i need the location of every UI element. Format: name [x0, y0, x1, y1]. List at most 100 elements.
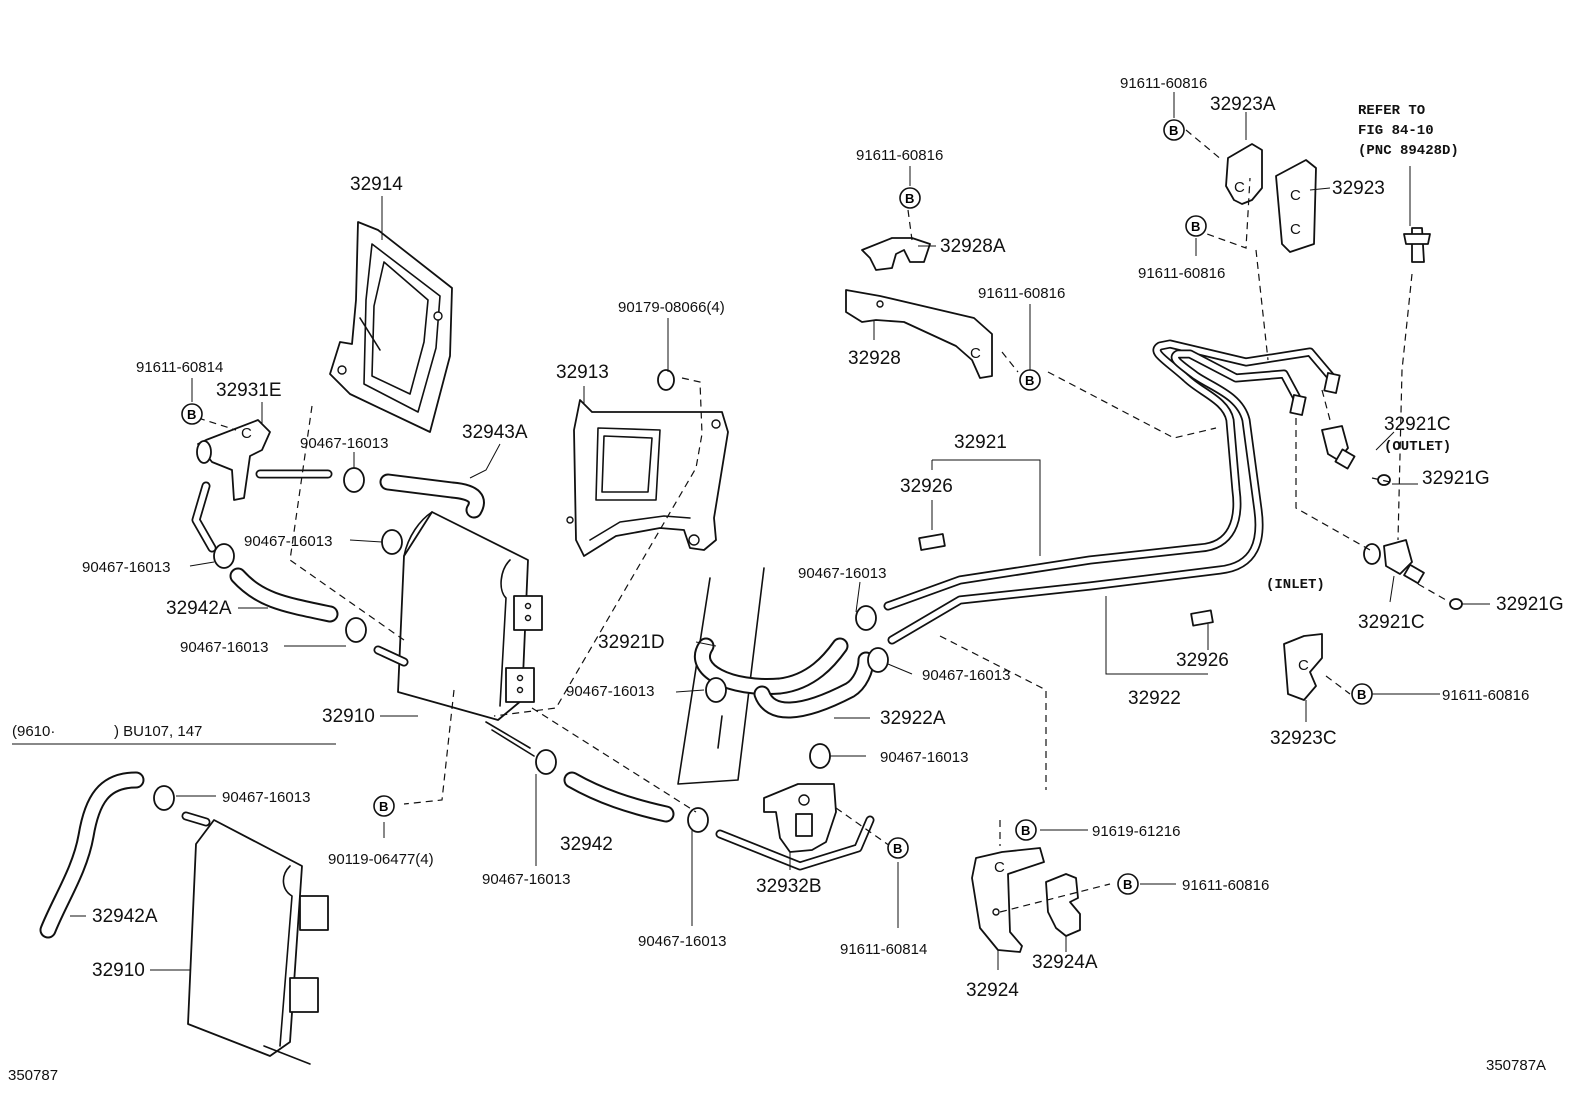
callout-b-3: B: [1019, 369, 1041, 391]
pipe-bundle-32921-32922: [883, 339, 1341, 645]
lower-panel: [677, 567, 765, 785]
label-90467-j: 90467-16013: [638, 933, 726, 950]
label-91611-60816-e: 91611-60816: [1442, 687, 1529, 704]
hose-clamps: [153, 369, 889, 833]
label-90119: 90119-06477(4): [328, 851, 434, 868]
hoses-left: [191, 469, 875, 871]
label-90467-k: 90467-16013: [222, 789, 310, 806]
clip-32931E: C: [196, 419, 271, 501]
callout-b-1: B: [181, 403, 203, 425]
callout-b-10: B: [1117, 873, 1139, 895]
label-91611-60816-f: 91611-60816: [1182, 877, 1269, 894]
label-32921G-b: 32921G: [1496, 594, 1564, 615]
label-32922: 32922: [1128, 688, 1181, 709]
svg-text:B: B: [1021, 823, 1030, 838]
label-32928: 32928: [848, 348, 901, 369]
svg-text:C: C: [1290, 221, 1301, 238]
label-32910: 32910: [322, 706, 375, 727]
label-91611-60816-d: 91611-60816: [1138, 265, 1225, 282]
inset-header-left: (9610·: [12, 723, 55, 740]
bracket-32913: [566, 399, 729, 557]
label-32942A: 32942A: [166, 598, 232, 619]
figure-id-left: 350787: [8, 1067, 58, 1084]
svg-text:C: C: [994, 859, 1005, 876]
label-91611-60816-b: 91611-60816: [978, 285, 1065, 302]
inset-header-right: ) BU107, 147: [114, 723, 202, 740]
callout-b-9: B: [1015, 819, 1037, 841]
label-refer-1: REFER TO: [1358, 103, 1425, 119]
label-32914: 32914: [350, 174, 403, 195]
label-90467-i: 90467-16013: [482, 871, 570, 888]
svg-text:C: C: [970, 345, 981, 362]
label-32923: 32923: [1332, 178, 1385, 199]
label-32942A-b: 32942A: [92, 906, 158, 927]
callout-b-5: B: [1185, 215, 1207, 237]
label-90467-e: 90467-16013: [798, 565, 886, 582]
bracket-32928: C: [845, 289, 993, 379]
dashed-reference-lines: [197, 129, 1447, 913]
label-90467-f: 90467-16013: [566, 683, 654, 700]
label-32921D: 32921D: [598, 632, 665, 653]
label-32924: 32924: [966, 980, 1019, 1001]
label-32926-a: 32926: [900, 476, 953, 497]
svg-text:B: B: [1357, 687, 1366, 702]
callout-b-7: B: [373, 795, 395, 817]
label-91611-60814-b: 91611-60814: [840, 941, 927, 958]
bracket-32914: [329, 221, 453, 433]
label-32922A: 32922A: [880, 708, 946, 729]
bracket-32924: C: [971, 847, 1045, 953]
label-refer-3: (PNC 89428D): [1358, 143, 1459, 159]
fittings-32921C: [1321, 227, 1463, 610]
svg-text:B: B: [1025, 373, 1034, 388]
label-32921C-a: 32921C: [1384, 414, 1451, 435]
label-32923A: 32923A: [1210, 94, 1276, 115]
label-refer-2: FIG 84-10: [1358, 123, 1434, 139]
clip-32923C: C: [1283, 633, 1323, 701]
label-32910-b: 32910: [92, 960, 145, 981]
label-91611-60814-a: 91611-60814: [136, 359, 223, 376]
label-90467-b: 90467-16013: [244, 533, 332, 550]
label-90467-h: 90467-16013: [880, 749, 968, 766]
label-32943A: 32943A: [462, 422, 528, 443]
svg-text:C: C: [1234, 179, 1245, 196]
svg-text:C: C: [241, 425, 252, 442]
svg-text:B: B: [1123, 877, 1132, 892]
label-90467-c: 90467-16013: [82, 559, 170, 576]
bracket-32932B: [763, 783, 837, 853]
callout-b-2: B: [899, 187, 921, 209]
svg-text:B: B: [187, 407, 196, 422]
svg-text:B: B: [893, 841, 902, 856]
svg-text:B: B: [1191, 219, 1200, 234]
leader-lines: [70, 92, 1490, 971]
clamp-32928A: [861, 237, 931, 271]
clip-32923A: C: [1225, 143, 1263, 205]
label-32913: 32913: [556, 362, 609, 383]
callout-b-markers: B B B B B B B B B B: [181, 119, 1373, 895]
callout-b-6: B: [1351, 683, 1373, 705]
svg-text:C: C: [1290, 187, 1301, 204]
label-32921G-a: 32921G: [1422, 468, 1490, 489]
label-91611-60816-c: 91611-60816: [1120, 75, 1207, 92]
label-inlet: (INLET): [1266, 577, 1325, 593]
label-90467-d: 90467-16013: [180, 639, 268, 656]
label-32921C-b: 32921C: [1358, 612, 1425, 633]
svg-text:B: B: [1169, 123, 1178, 138]
oil-cooler-32910: [397, 511, 543, 757]
callout-b-4: B: [1163, 119, 1185, 141]
part-labels: 32914 91611-60814 32931E 90467-16013 329…: [8, 75, 1564, 1084]
label-32932B: 32932B: [756, 876, 822, 897]
callout-b-8: B: [887, 837, 909, 859]
label-90467-g: 90467-16013: [922, 667, 1010, 684]
label-outlet: (OUTLET): [1384, 439, 1451, 455]
label-91611-60816-a: 91611-60816: [856, 147, 943, 164]
label-90179: 90179-08066(4): [618, 299, 725, 316]
svg-text:B: B: [905, 191, 914, 206]
clamp-32924A: [1045, 873, 1081, 937]
plate-32923: C C: [1275, 159, 1317, 253]
label-32942: 32942: [560, 834, 613, 855]
label-91619: 91619-61216: [1092, 823, 1180, 840]
label-32923C: 32923C: [1270, 728, 1337, 749]
inset-variant: [12, 743, 336, 1065]
label-90467-a: 90467-16013: [300, 435, 388, 452]
